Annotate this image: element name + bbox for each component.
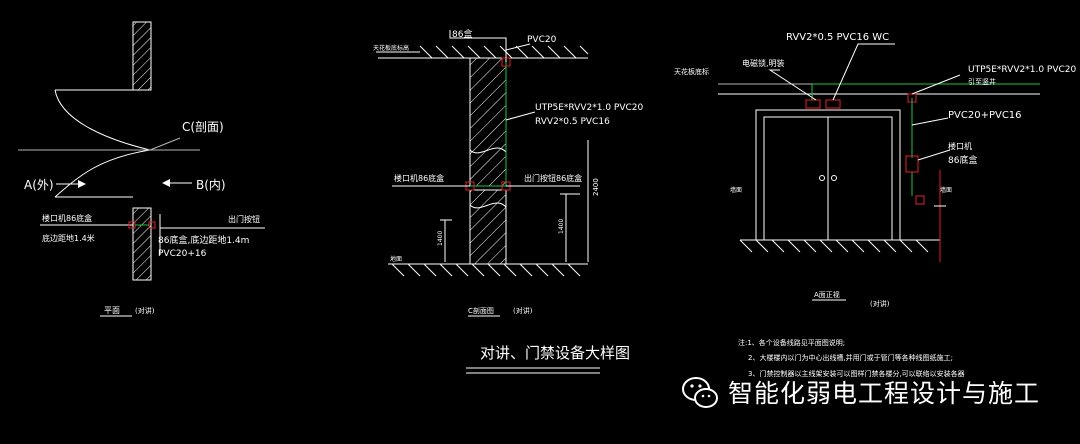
elevation-door-knob-left — [819, 175, 825, 181]
section-label-cable2: RVV2*0.5 PVC16 — [535, 117, 610, 127]
section-label-pvc-top: PVC20 — [527, 35, 557, 45]
elevation-label-unit: 楼口机 — [948, 141, 972, 151]
plan-label-intercom-box: 楼口机86底盒 — [42, 213, 92, 223]
elevation-label-lock: 电磁锁,明装 — [742, 58, 785, 68]
elevation-lock-box-left — [805, 99, 821, 109]
plan-label-mount-height: 底边距地1.4米 — [42, 233, 95, 243]
elevation-label-up: 引至竖井 — [968, 77, 996, 86]
notes-line1: 注:1、各个设备线路见平面图说明; — [738, 338, 845, 347]
section-dim-1400-right-label: 1400 — [558, 219, 565, 234]
plan-label-c: C(剖面) — [182, 120, 224, 134]
elevation-caption-tag: (对讲) — [870, 299, 890, 308]
section-label-floor: 地面 — [390, 255, 402, 263]
section-wall-lower — [469, 189, 507, 265]
plan-label-box-note: 86底盒,底边距地1.4m — [158, 234, 249, 246]
plan-label-a: A(外) — [24, 178, 54, 192]
section-label-left-box: 楼口机86底盒 — [394, 173, 444, 183]
elevation-caption: A面正视 — [814, 290, 840, 299]
drawing-title: 对讲、门禁设备大样图 — [480, 344, 630, 362]
section-caption: C剖面图 — [468, 306, 494, 315]
elevation-label-wall-right: 墙面 — [940, 186, 952, 194]
plan-arrow-b — [162, 179, 192, 187]
elevation-lock-box-right — [825, 99, 841, 109]
plan-label-conduit: PVC20+16 — [158, 249, 207, 259]
notes-line2: 2、大楼楼内以门为中心出线槽,并用门或于管门等各种线图纸施工; — [748, 353, 953, 362]
section-label-ceiling: 天花板底标高 — [373, 44, 409, 52]
plan-caption-tag: (对讲) — [135, 306, 155, 315]
plan-caption: 平面 — [104, 306, 120, 315]
elevation-label-utp: UTP5E*RVV2*1.0 PVC20 — [968, 65, 1076, 75]
elevation-view — [718, 43, 1040, 301]
elevation-label-ceiling: 天花板底标 — [674, 67, 709, 76]
section-label-box-top: 86盒 — [452, 28, 472, 40]
plan-view — [18, 21, 265, 317]
section-dim-1400-left-label: 1400 — [437, 231, 444, 246]
elevation-label-wall-left: 墙面 — [730, 186, 742, 194]
plan-wall-upper — [132, 21, 152, 91]
elevation-door-knob-right — [831, 175, 837, 181]
section-label-right-box: 出门按钮86底盒 — [524, 173, 582, 183]
elevation-intercom-box — [905, 155, 919, 173]
watermark: 智能化弱电工程设计与施工 — [680, 372, 1040, 412]
plan-wall-lower — [132, 207, 152, 281]
notes-line3: 3、门禁控制器以主线架安装可以图样门禁各楼分,可以联络以安装各器 — [748, 369, 965, 378]
watermark-text: 智能化弱电工程设计与施工 — [728, 379, 1041, 408]
plan-arrow-a — [56, 180, 86, 188]
wechat-icon — [680, 372, 720, 412]
elevation-conduit-top — [811, 83, 1040, 100]
plan-door-leaf — [54, 149, 151, 198]
plan-label-exit-button: 出门按钮 — [228, 214, 260, 224]
plan-door-arc — [54, 89, 151, 151]
section-view — [376, 30, 589, 317]
plan-label-b: B(内) — [196, 178, 226, 192]
elevation-button-box — [915, 195, 925, 205]
elevation-label-pvc: PVC20+PVC16 — [948, 110, 1022, 121]
elevation-label-box: 86底盒 — [948, 154, 977, 166]
section-dim-2400-label: 2400 — [592, 178, 600, 196]
elevation-label-rvv: RVV2*0.5 PVC16 WC — [786, 32, 889, 43]
section-caption-tag: (对讲) — [513, 306, 533, 315]
section-wall-upper — [469, 57, 507, 187]
section-label-cable1: UTP5E*RVV2*1.0 PVC20 — [535, 103, 643, 113]
